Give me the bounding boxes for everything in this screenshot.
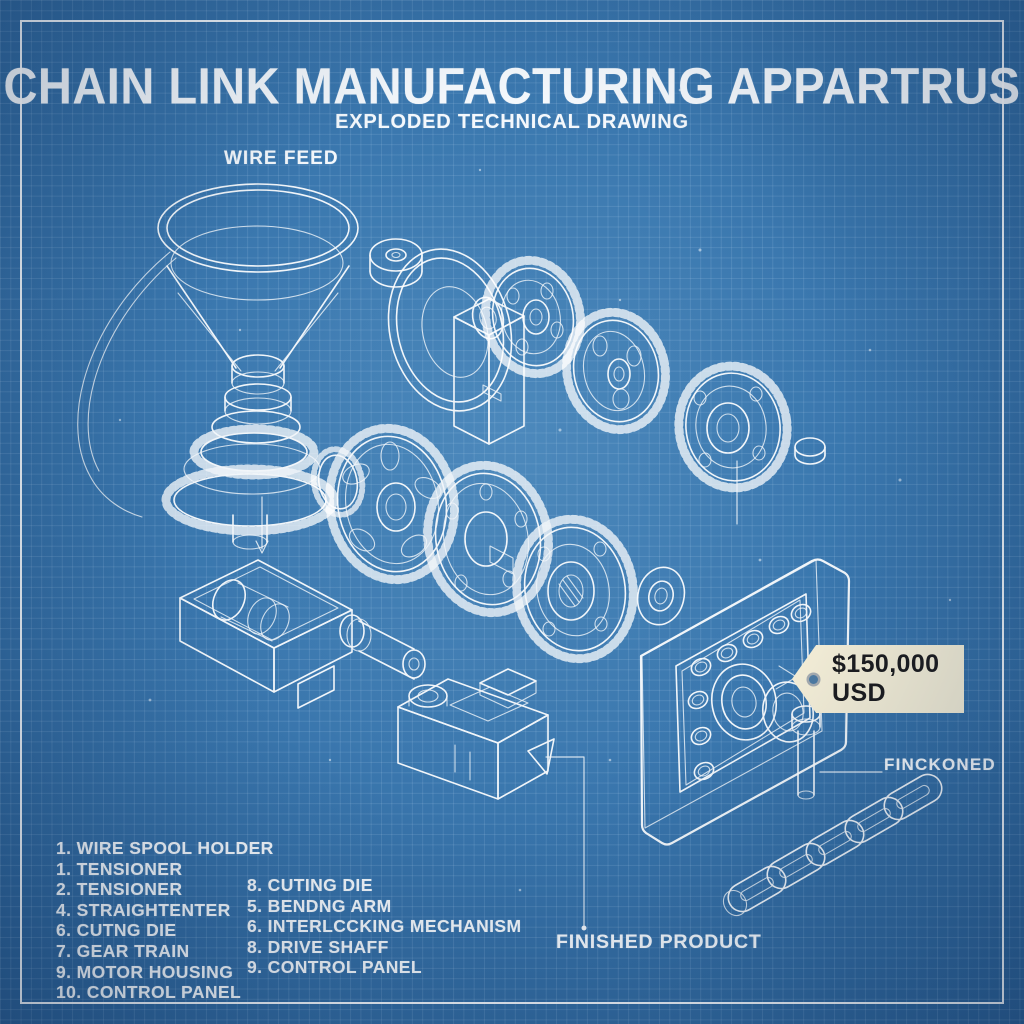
motor-housing — [180, 497, 425, 708]
parts-list-item: 2. TENSIONER — [56, 879, 183, 900]
price-tag: $150,000 USD — [792, 645, 964, 713]
page-title: CHAIN LINK MANUFACTURING APPARTRUS — [3, 56, 1021, 115]
parts-list-item: 9. CONTROL PANEL — [247, 957, 422, 978]
parts-list-item: 6. INTERLCCKING MECHANISM — [247, 916, 522, 937]
page-subtitle: EXPLODED TECHNICAL DRAWING — [335, 111, 689, 133]
control-panel — [632, 560, 849, 845]
dust-speckles — [118, 88, 952, 892]
price-tag-hole — [809, 674, 818, 684]
parts-list-item: 7. GEAR TRAIN — [56, 940, 190, 961]
pin-shaft — [792, 706, 820, 799]
callout-wire-feed: WIRE FEED — [224, 148, 339, 169]
parts-list-middle: 8. CUTING DIE 5. BENDNG ARM 6. INTERLCCK… — [247, 875, 521, 978]
price-tag-strings — [776, 666, 795, 689]
callout-finckoned: FINCKONED — [884, 755, 996, 774]
parts-list-item: 8. DRIVE SHAFF — [247, 936, 389, 957]
parts-list-item: 1. TENSIONER — [56, 858, 183, 879]
small-disc — [795, 438, 825, 464]
parts-list-item: 6. CUTNG DIE — [56, 920, 177, 941]
bending-arm-bracket — [398, 669, 587, 931]
parts-list-item: 4. STRAIGHTENTER — [56, 899, 231, 920]
parts-list-item: 5. BENDNG ARM — [247, 895, 392, 916]
callout-finished-product: FINISHED PRODUCT — [556, 931, 762, 953]
medium-gear — [556, 303, 676, 439]
parts-list-item: 10. CONTROL PANEL — [56, 982, 242, 1003]
parts-list-item: 1. WIRE SPOOL HOLDER — [56, 838, 274, 858]
large-gear — [671, 359, 795, 524]
parts-list-item: 9. MOTOR HOUSING — [56, 961, 234, 982]
small-gear — [475, 251, 591, 382]
parts-list-left: 1. WIRE SPOOL HOLDER 1. TENSIONER 2. TEN… — [56, 838, 274, 1003]
parts-list-item: 8. CUTING DIE — [247, 875, 373, 895]
price-tag-amount: $150,000 USD — [832, 650, 940, 707]
chain-links — [719, 769, 947, 919]
gear-train — [309, 418, 645, 668]
